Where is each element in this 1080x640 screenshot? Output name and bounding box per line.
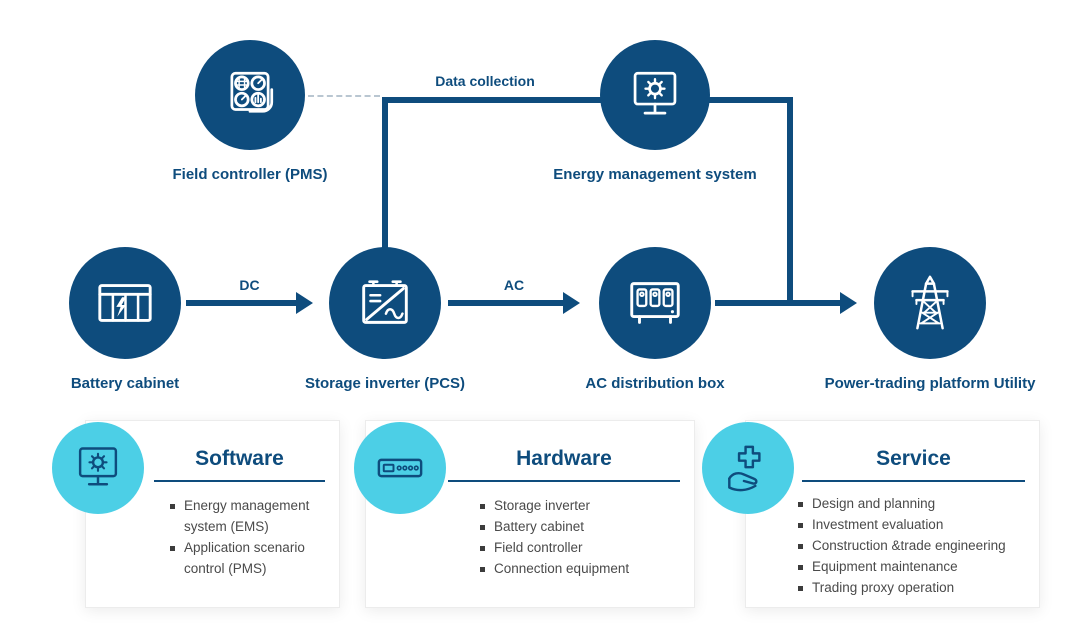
battery-cabinet-icon	[98, 284, 152, 322]
power-trading-label: Power-trading platform Utility	[824, 375, 1036, 392]
software-card-badge	[52, 422, 144, 514]
service-card-badge	[702, 422, 794, 514]
list-item: Storage inverter	[480, 496, 684, 517]
list-item: Field controller	[480, 538, 684, 559]
ac-distribution-circle	[599, 247, 711, 359]
software-card-title: Software	[195, 447, 284, 470]
dc-arrow-line	[186, 300, 296, 306]
distribution-box-icon	[630, 282, 680, 324]
field-controller-circle	[195, 40, 305, 150]
service-card-head: Service	[802, 447, 1025, 482]
hardware-card-head: Hardware	[448, 447, 680, 482]
energy-management-circle	[600, 40, 710, 150]
node-battery-cabinet: Battery cabinet	[69, 247, 181, 392]
hardware-card-list: Storage inverter Battery cabinet Field c…	[480, 496, 684, 580]
dc-edge-label: DC	[239, 277, 260, 293]
gear-monitor-icon	[633, 71, 677, 115]
ac-distribution-label: AC distribution box	[585, 375, 725, 392]
node-ac-distribution-box: AC distribution box	[585, 247, 725, 392]
software-title-rule	[154, 480, 325, 482]
list-item: Application scenario control (PMS)	[170, 538, 329, 580]
software-card-head: Software	[154, 447, 325, 482]
data-collection-label: Data collection	[435, 73, 535, 89]
field-controller-label: Field controller (PMS)	[172, 166, 328, 183]
list-item: Battery cabinet	[480, 517, 684, 538]
rack-device-icon	[377, 458, 423, 478]
node-power-trading: Power-trading platform Utility	[825, 247, 1035, 392]
service-card-title: Service	[876, 447, 951, 470]
list-item: Energy management system (EMS)	[170, 496, 329, 538]
hardware-card-badge	[354, 422, 446, 514]
hardware-card-title: Hardware	[516, 447, 612, 470]
ac-edge-label: AC	[503, 277, 525, 293]
battery-cabinet-label: Battery cabinet	[70, 375, 180, 392]
node-storage-inverter: Storage inverter (PCS)	[305, 247, 465, 392]
list-item: Connection equipment	[480, 559, 684, 580]
service-card: Service Design and planning Investment e…	[745, 420, 1040, 608]
data-collection-line	[382, 97, 793, 103]
list-item: Trading proxy operation	[798, 578, 1029, 599]
list-item: Equipment maintenance	[798, 557, 1029, 578]
ems-to-flow-line	[787, 97, 793, 306]
field-controller-link-line	[308, 95, 380, 97]
list-item: Investment evaluation	[798, 515, 1029, 536]
storage-inverter-label: Storage inverter (PCS)	[304, 375, 466, 392]
list-item: Construction &trade engineering	[798, 536, 1029, 557]
service-title-rule	[802, 480, 1025, 482]
software-card-list: Energy management system (EMS) Applicati…	[170, 496, 329, 580]
node-field-controller: Field controller (PMS)	[173, 40, 328, 183]
ac-arrow-line	[448, 300, 563, 306]
gauges-icon	[230, 71, 274, 113]
storage-inverter-circle	[329, 247, 441, 359]
power-trading-circle	[874, 247, 986, 359]
dc-arrowhead	[296, 292, 313, 314]
list-item: Design and planning	[798, 494, 1029, 515]
transmission-tower-icon	[911, 275, 949, 330]
hand-plus-icon	[728, 445, 761, 492]
hardware-title-rule	[448, 480, 680, 482]
ac-arrowhead	[563, 292, 580, 314]
grid-arrowhead	[840, 292, 857, 314]
inverter-to-datalink-line	[382, 97, 388, 250]
node-energy-management: Energy management system	[553, 40, 757, 183]
grid-arrow-line	[715, 300, 840, 306]
service-card-list: Design and planning Investment evaluatio…	[798, 494, 1029, 599]
energy-management-label: Energy management system	[553, 166, 757, 183]
battery-cabinet-circle	[69, 247, 181, 359]
gear-monitor-icon	[78, 447, 118, 486]
inverter-icon	[362, 280, 408, 324]
